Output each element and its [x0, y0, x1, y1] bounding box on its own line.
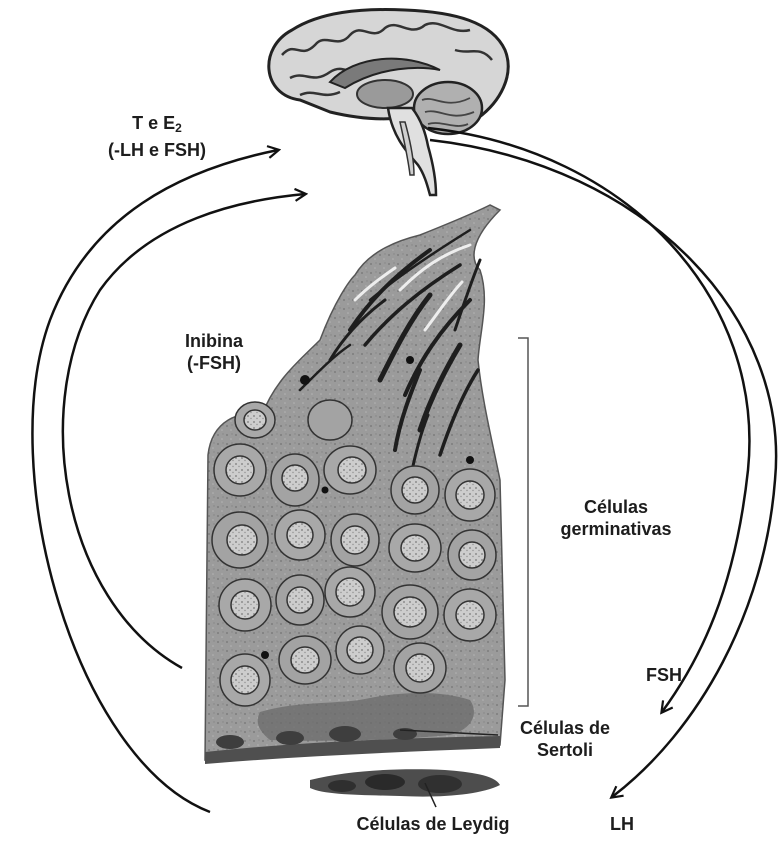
inhibin-text: Inibina [164, 330, 264, 352]
sertoli-line2: Sertoli [495, 739, 635, 761]
lh-label: LH [597, 813, 647, 835]
inhibin-label: Inibina (-FSH) [164, 330, 264, 374]
testosterone-estradiol-label: T e E2 (-LH e FSH) [92, 112, 222, 161]
leydig-text: Células de Leydig [318, 813, 548, 835]
leydig-tissue [310, 769, 500, 796]
lh-fsh-inhibition-text: (-LH e FSH) [92, 139, 222, 161]
germ-cells-line2: germinativas [546, 518, 686, 540]
testosterone-estradiol-text: T e E [132, 113, 175, 133]
seminiferous-tissue [205, 205, 505, 797]
brain-illustration [269, 10, 508, 195]
fsh-text: FSH [634, 664, 694, 686]
cerebellum [414, 82, 482, 134]
germ-cells-label: Células germinativas [546, 496, 686, 540]
estradiol-subscript: 2 [175, 121, 182, 135]
lh-text: LH [597, 813, 647, 835]
fsh-inhibition-text: (-FSH) [164, 352, 264, 374]
sertoli-cells-label: Células de Sertoli [495, 717, 635, 761]
thalamus [357, 80, 413, 108]
germ-cells-line1: Células [546, 496, 686, 518]
germ-cell-bracket [518, 338, 528, 706]
fsh-label: FSH [634, 664, 694, 686]
sertoli-line1: Células de [495, 717, 635, 739]
leydig-cells-label: Células de Leydig [318, 813, 548, 835]
